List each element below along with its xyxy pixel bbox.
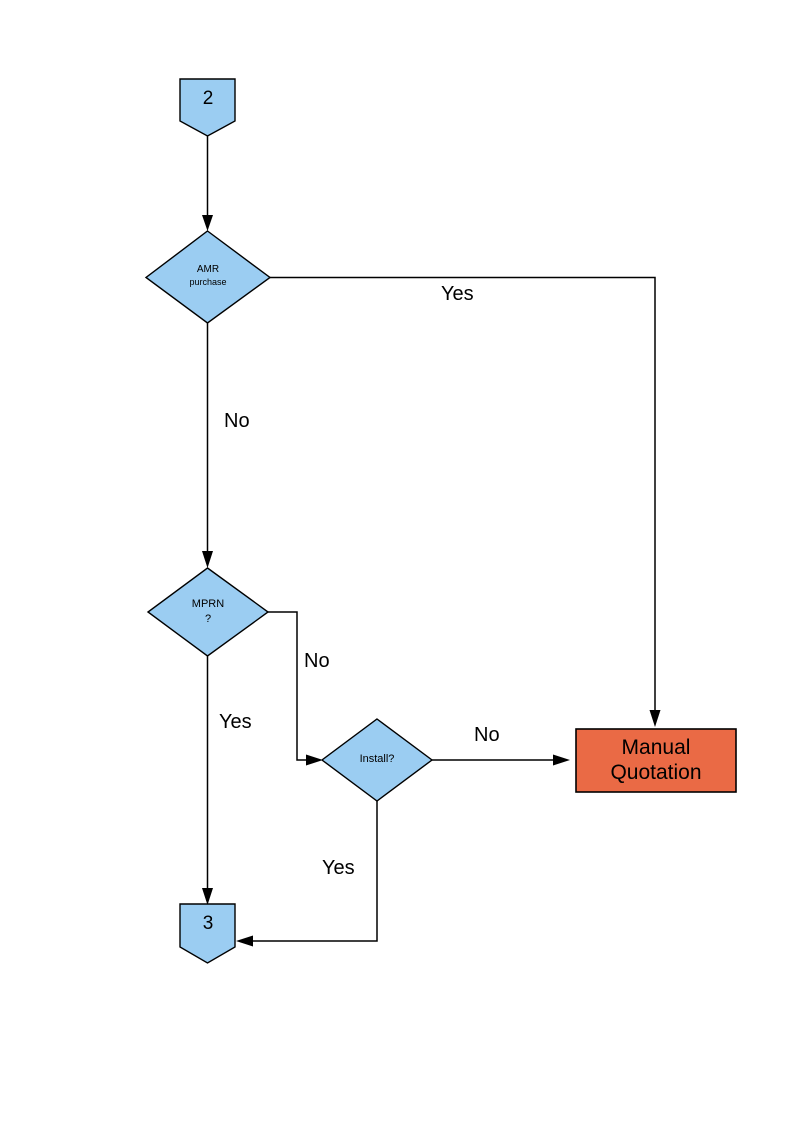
edge-label-amr-no: No [224, 410, 250, 432]
arrowhead-mprn-no [306, 754, 323, 766]
arrowhead-install-yes [236, 935, 253, 947]
arrowhead-install-no [553, 754, 570, 766]
edge-install-yes [248, 801, 378, 942]
node-end-connector[interactable] [179, 903, 236, 964]
edge-mprn-no [268, 611, 314, 761]
edge-label-mprn-yes: Yes [219, 711, 252, 733]
node-mprn-decision[interactable] [146, 567, 270, 657]
arrowhead-mprn-yes [202, 888, 213, 905]
edge-label-amr-yes: Yes [441, 283, 474, 305]
node-manual-quotation[interactable] [575, 728, 737, 793]
edge-label-install-no: No [474, 724, 500, 746]
node-install-decision[interactable] [320, 718, 434, 802]
edge-label-install-yes: Yes [322, 857, 355, 879]
edge-amr-yes [270, 276, 656, 712]
arrowhead-amr-no [202, 551, 213, 568]
node-amr-decision[interactable] [144, 230, 272, 324]
arrowhead-start-to-amr [202, 215, 213, 231]
arrowhead-amr-yes [649, 710, 661, 727]
node-start-connector[interactable] [179, 78, 236, 137]
edge-label-mprn-no: No [304, 650, 330, 672]
